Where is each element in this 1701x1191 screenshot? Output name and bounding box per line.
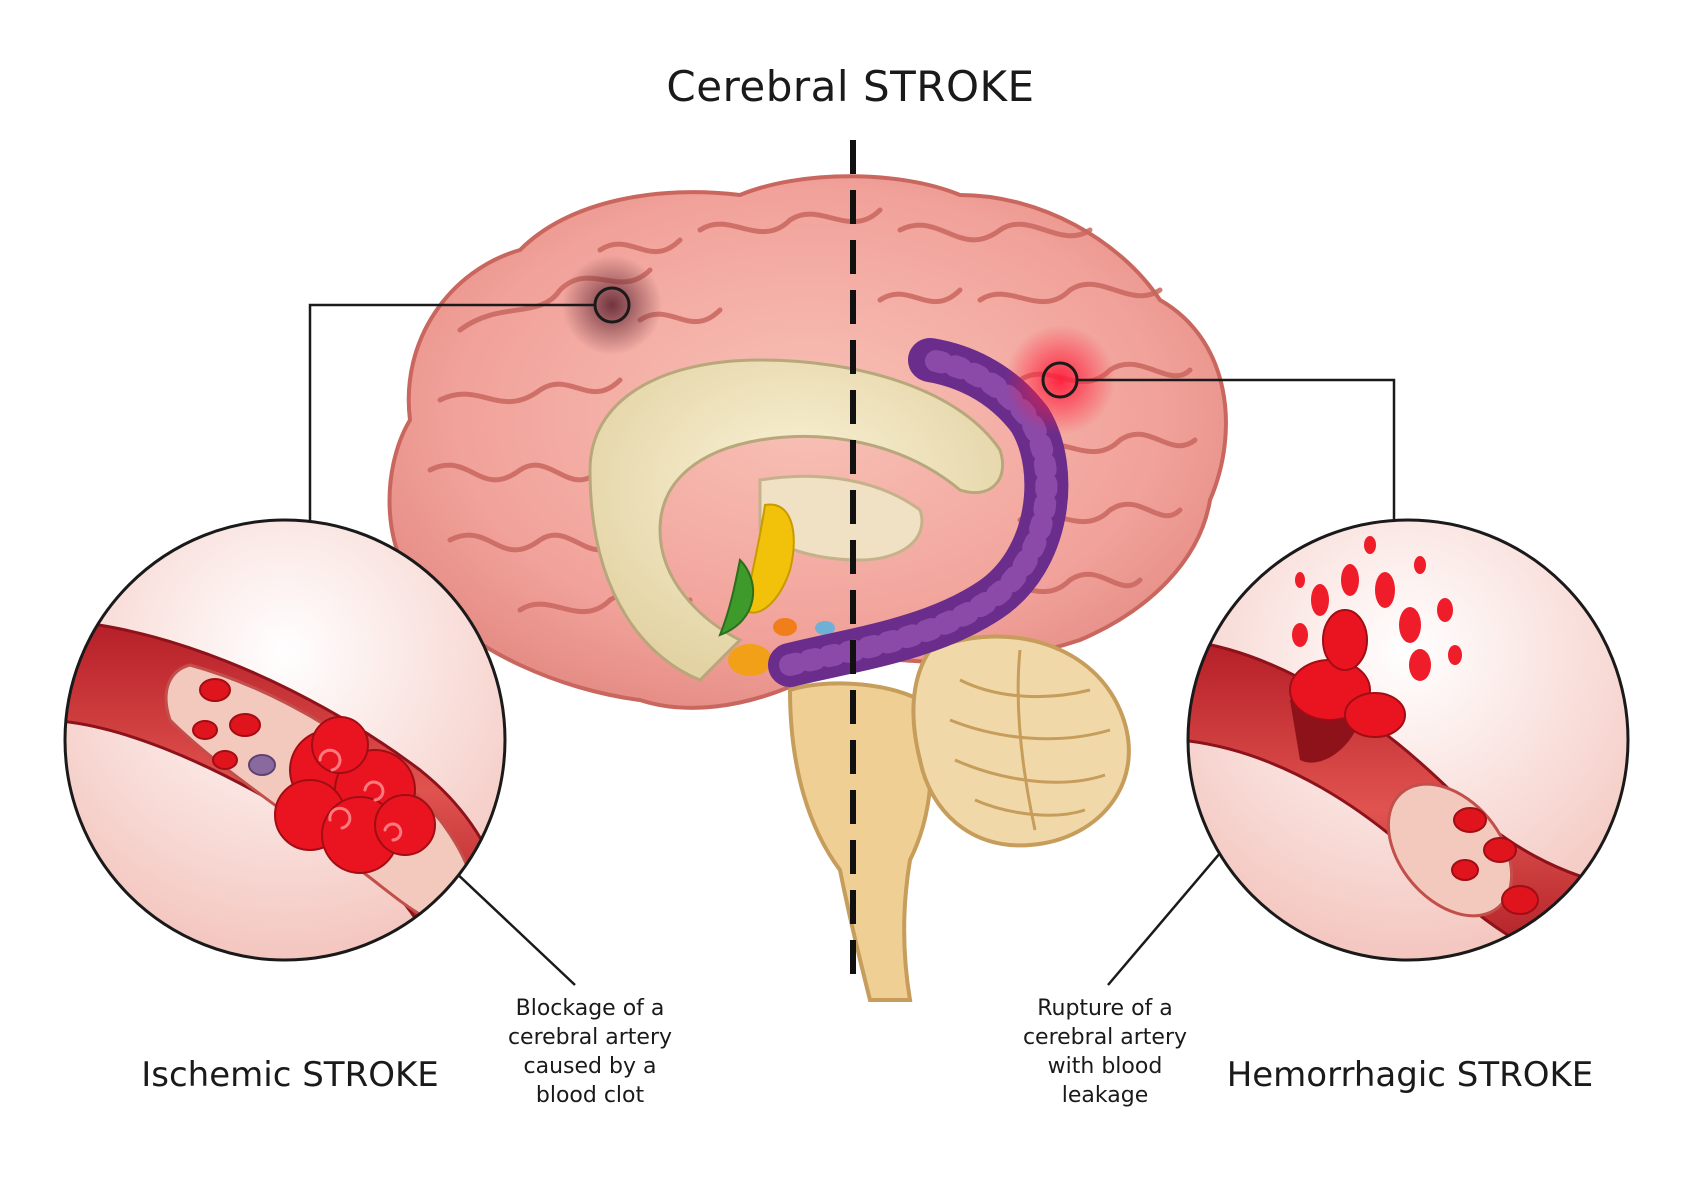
diagram-title: Cerebral STROKE <box>666 62 1035 111</box>
ischemic-desc-line-2: cerebral artery <box>507 1025 673 1050</box>
hemorrhagic-desc-line-2: cerebral artery <box>1022 1025 1188 1050</box>
ischemic-inset <box>63 518 507 962</box>
ischemic-desc-line-1: Blockage of a <box>515 996 665 1021</box>
hemorrhagic-description: Rupture of a cerebral artery with blood … <box>995 994 1215 1110</box>
ischemic-desc-line-4: blood clot <box>535 1083 645 1108</box>
ischemic-inset-ring <box>63 518 507 962</box>
hemorrhagic-desc-line-1: Rupture of a <box>1037 996 1173 1021</box>
hemorrhagic-inset-ring <box>1186 518 1630 962</box>
hemorrhagic-heading: Hemorrhagic STROKE <box>1226 1055 1594 1095</box>
hemorrhagic-inset <box>1186 518 1630 962</box>
ischemic-description: Blockage of a cerebral artery caused by … <box>480 994 700 1110</box>
hemorrhagic-desc-line-3: with blood <box>1047 1054 1163 1079</box>
brain <box>387 174 1228 1002</box>
ischemic-desc-line-3: caused by a <box>523 1054 657 1079</box>
hemorrhagic-desc-line-4: leakage <box>1061 1083 1149 1108</box>
ischemic-heading: Ischemic STROKE <box>141 1055 439 1095</box>
